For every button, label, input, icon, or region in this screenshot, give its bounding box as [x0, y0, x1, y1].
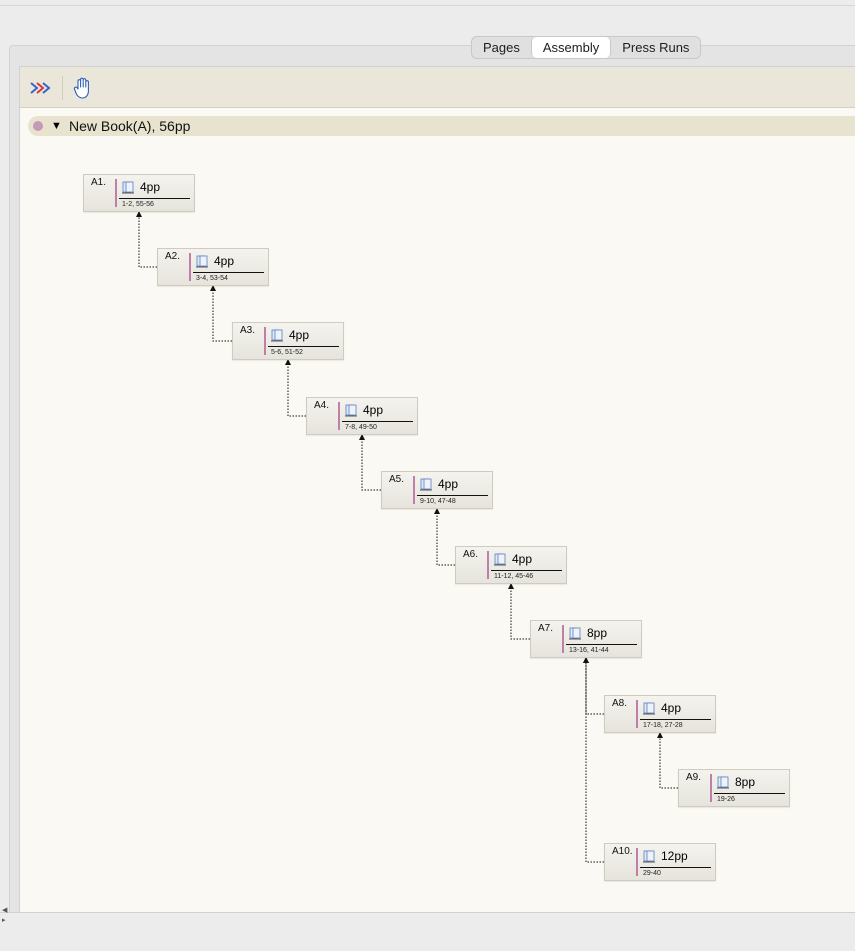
signature-page-range: 9-10, 47-48 [420, 498, 456, 505]
signature-label: A6. [463, 549, 479, 560]
signature-label: A9. [686, 772, 702, 783]
signature-a2[interactable]: A2. 4pp 3-4, 53-54 [157, 248, 269, 286]
book-row[interactable]: ▼ New Book(A), 56pp [28, 116, 855, 136]
signature-a3[interactable]: A3. 4pp 5-6, 51-52 [232, 322, 344, 360]
signature-page-range: 1-2, 55-56 [122, 201, 154, 208]
signature-page-count: 4pp [289, 328, 310, 342]
book-pages-icon [121, 181, 141, 194]
assembly-toolbar [20, 67, 855, 108]
book-pages-icon [493, 553, 513, 566]
signature-a1[interactable]: A1. 4pp 1-2, 55-56 [83, 174, 195, 212]
signature-a6[interactable]: A6. 4pp 11-12, 45-46 [455, 546, 567, 584]
signature-divider [417, 495, 488, 496]
signature-label: A2. [165, 251, 181, 262]
signature-page-range: 3-4, 53-54 [196, 275, 228, 282]
signature-label: A8. [612, 698, 628, 709]
book-pages-icon [270, 329, 290, 342]
signature-color-bar [189, 253, 191, 281]
signature-divider [193, 272, 264, 273]
signature-label: A7. [538, 623, 554, 634]
signature-page-count: 4pp [661, 701, 682, 715]
tab-press-runs[interactable]: Press Runs [622, 40, 690, 55]
book-color-dot [33, 121, 43, 131]
collapse-chevrons-icon[interactable] [28, 75, 54, 101]
signature-divider [640, 867, 711, 868]
signature-color-bar [264, 327, 266, 355]
signature-a4[interactable]: A4. 4pp 7-8, 49-50 [306, 397, 418, 435]
signature-color-bar [487, 551, 489, 579]
signature-divider [342, 421, 413, 422]
book-pages-icon [195, 255, 215, 268]
signature-color-bar [115, 179, 117, 207]
signature-a7[interactable]: A7. 8pp 13-16, 41-44 [530, 620, 642, 658]
hand-pan-icon[interactable] [70, 75, 96, 101]
book-pages-icon [642, 702, 662, 715]
signature-divider [268, 346, 339, 347]
window-top-edge [0, 0, 855, 6]
signature-color-bar [338, 402, 340, 430]
signature-label: A3. [240, 325, 256, 336]
book-pages-icon [642, 850, 662, 863]
book-title: New Book(A), 56pp [69, 118, 191, 134]
signature-label: A5. [389, 474, 405, 485]
signature-a8[interactable]: A8. 4pp 17-18, 27-28 [604, 695, 716, 733]
signature-color-bar [636, 848, 638, 876]
signature-page-count: 8pp [735, 775, 756, 789]
signature-divider [640, 719, 711, 720]
signature-color-bar [562, 625, 564, 653]
signature-page-count: 12pp [661, 849, 688, 863]
signature-page-count: 4pp [512, 552, 533, 566]
tab-pages[interactable]: Pages [483, 40, 520, 55]
signature-divider [714, 793, 785, 794]
book-pages-icon [419, 478, 439, 491]
window-footer [0, 912, 855, 951]
scroll-arrows-icon[interactable]: ◀▸ [2, 907, 8, 924]
tab-assembly[interactable]: Assembly [530, 37, 612, 58]
disclosure-triangle-icon[interactable]: ▼ [51, 120, 62, 132]
signature-page-count: 4pp [363, 403, 384, 417]
view-tabs: Pages Assembly Press Runs [471, 36, 702, 59]
signature-divider [119, 198, 190, 199]
book-pages-icon [344, 404, 364, 417]
signature-page-range: 13-16, 41-44 [569, 647, 609, 654]
signature-color-bar [413, 476, 415, 504]
signature-page-range: 29-40 [643, 870, 661, 877]
signature-divider [566, 644, 637, 645]
signature-page-count: 8pp [587, 626, 608, 640]
signature-label: A10. [612, 846, 633, 857]
signature-color-bar [636, 700, 638, 728]
signature-page-range: 5-6, 51-52 [271, 349, 303, 356]
signature-a5[interactable]: A5. 4pp 9-10, 47-48 [381, 471, 493, 509]
signature-divider [491, 570, 562, 571]
toolbar-separator [62, 76, 63, 100]
book-pages-icon [568, 627, 588, 640]
signature-label: A1. [91, 177, 107, 188]
signature-page-range: 7-8, 49-50 [345, 424, 377, 431]
signature-page-range: 19-26 [717, 796, 735, 803]
book-pages-icon [716, 776, 736, 789]
signature-page-range: 17-18, 27-28 [643, 722, 683, 729]
signature-page-count: 4pp [140, 180, 161, 194]
signature-page-range: 11-12, 45-46 [494, 573, 534, 580]
signature-label: A4. [314, 400, 330, 411]
signature-page-count: 4pp [438, 477, 459, 491]
signature-color-bar [710, 774, 712, 802]
signature-page-count: 4pp [214, 254, 235, 268]
